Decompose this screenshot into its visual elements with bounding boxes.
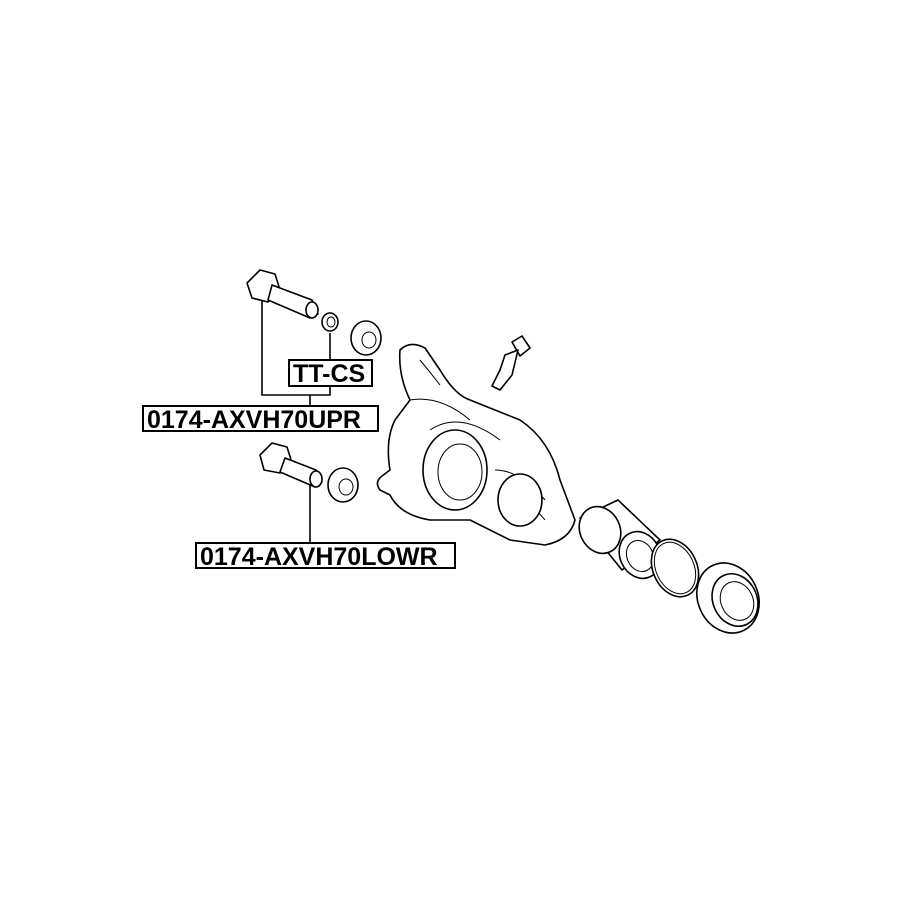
upper-boot	[350, 320, 382, 356]
leader-lines	[261, 298, 331, 542]
part-label-upper-pin: 0174-AXVH70UPR	[142, 405, 379, 433]
piston-seal-ring	[650, 538, 700, 598]
lower-boot	[327, 467, 359, 503]
upper-guide-pin	[246, 269, 319, 319]
part-label-lower-pin: 0174-AXVH70LOWR	[195, 542, 456, 570]
bleeder-screw	[491, 335, 531, 391]
dust-boot	[696, 562, 760, 634]
piston	[578, 499, 662, 580]
caliper-body	[376, 343, 576, 546]
lower-guide-pin	[259, 442, 323, 488]
small-bushing	[321, 312, 339, 332]
part-label-tt-cs: TT-CS	[288, 359, 373, 387]
